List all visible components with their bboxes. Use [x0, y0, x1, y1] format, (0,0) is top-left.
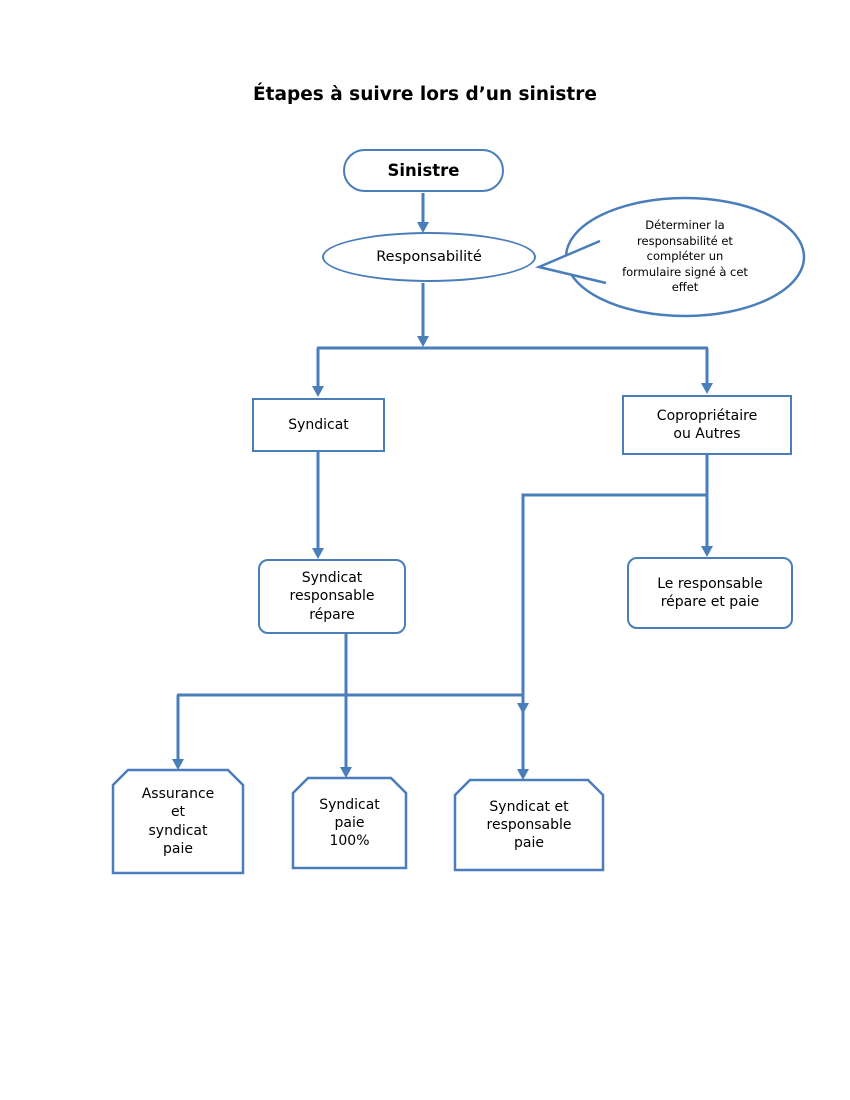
connector-branch-to-assurance — [172, 695, 184, 770]
shape-assurance — [111, 768, 245, 875]
node-assurance: Assurance et syndicat paie — [141, 786, 215, 857]
node-syndicat-responsable: Syndicat responsable répare — [258, 559, 406, 634]
node-responsabilite: Responsabilité — [322, 232, 536, 282]
node-syndicat-100: Syndicat paie 100% — [319, 796, 380, 850]
connector-branch-to-coproprietaire — [701, 348, 713, 394]
node-le-responsable: Le responsable répare et paie — [627, 557, 793, 629]
page-title: Étapes à suivre lors d’un sinistre — [253, 84, 597, 105]
callout-bubble — [535, 196, 806, 318]
connector-sinistre-to-responsabilite — [417, 193, 429, 233]
connector-syndicat-to-syndicat-responsable — [312, 452, 324, 559]
connector-responsabilite-to-branch — [417, 283, 429, 347]
shape-syndicat-100 — [291, 776, 408, 870]
node-syndicat: Syndicat — [252, 398, 385, 452]
connector-branch-to-syndicat-100 — [340, 695, 352, 778]
callout-text: Déterminer la responsabilité et compléte… — [622, 218, 748, 295]
connector-coproprietaire-to-syndicat-et-responsable — [517, 455, 709, 780]
node-coproprietaire: Copropriétaire ou Autres — [622, 395, 792, 455]
node-syndicat-et-responsable: Syndicat et responsable paie — [486, 798, 572, 852]
shape-syndicat-et-responsable — [453, 778, 605, 872]
connector-branch-to-syndicat — [312, 348, 324, 397]
node-sinistre: Sinistre — [343, 149, 504, 192]
